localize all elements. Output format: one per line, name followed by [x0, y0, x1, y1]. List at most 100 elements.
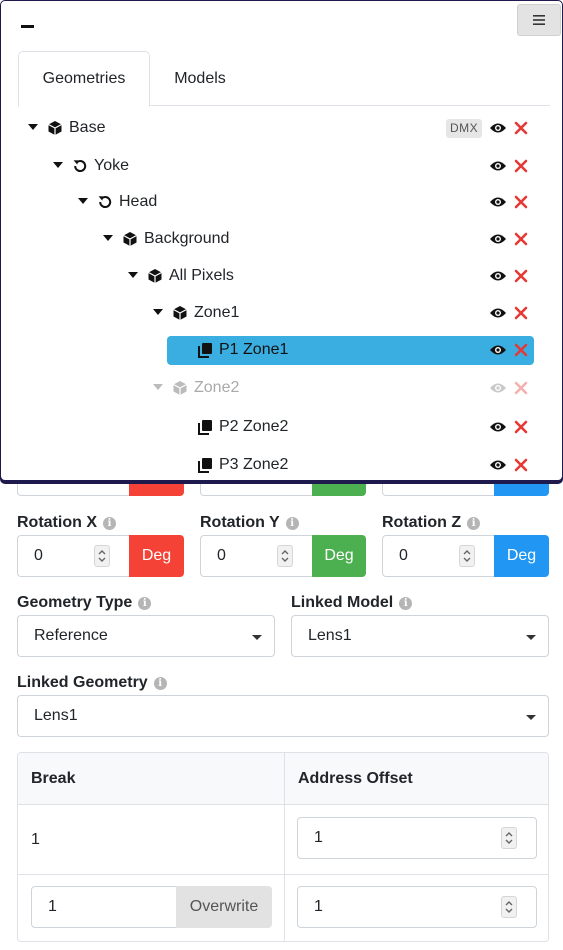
tree-node[interactable]: Zone1	[1, 299, 562, 329]
copy-icon	[197, 457, 213, 473]
close-icon[interactable]	[514, 306, 528, 320]
break-value: 1	[31, 831, 40, 848]
rotation-z-value: 0	[399, 547, 408, 564]
caret-down-icon[interactable]	[103, 235, 113, 241]
spinner-icon[interactable]	[501, 896, 517, 918]
column-divider	[284, 753, 285, 941]
dmx-badge: DMX	[446, 119, 483, 138]
cube-icon	[122, 231, 138, 247]
caret-down-icon[interactable]	[28, 124, 38, 130]
copy-icon	[197, 342, 213, 358]
caret-down-icon[interactable]	[153, 384, 163, 390]
rotation-y-unit-button[interactable]: Deg	[312, 535, 366, 577]
spinner-icon[interactable]	[94, 545, 110, 567]
tree-node[interactable]: P3 Zone2	[1, 451, 562, 480]
tree-node[interactable]: P1 Zone1	[1, 336, 562, 366]
address-offset-input[interactable]: 1	[297, 817, 537, 859]
tree-node[interactable]: Base DMX	[1, 114, 562, 144]
caret-down-icon[interactable]	[53, 162, 63, 168]
rotation-y-input[interactable]: 0	[200, 535, 313, 577]
hamburger-icon	[533, 15, 545, 25]
rotation-x-unit-button[interactable]: Deg	[129, 535, 184, 577]
tree-node-label: All Pixels	[169, 267, 234, 284]
tree-node[interactable]: P2 Zone2	[1, 413, 562, 443]
eye-icon[interactable]	[489, 420, 507, 434]
rotate-icon	[72, 158, 88, 174]
position-z-unit-partial[interactable]	[494, 476, 549, 496]
geometry-type-select[interactable]: Reference	[17, 615, 275, 657]
tab-geometries[interactable]: Geometries	[18, 51, 150, 107]
break-input[interactable]: 1	[31, 886, 177, 928]
close-icon[interactable]	[514, 269, 528, 283]
close-icon[interactable]	[514, 458, 528, 472]
linked-geometry-select[interactable]: Lens1	[17, 695, 549, 737]
eye-icon[interactable]	[489, 159, 507, 173]
eye-icon[interactable]	[489, 269, 507, 283]
info-icon[interactable]: i	[153, 677, 167, 690]
tree-node-label: Base	[69, 119, 106, 136]
close-icon[interactable]	[514, 232, 528, 246]
eye-icon[interactable]	[489, 306, 507, 320]
caret-down-icon[interactable]	[153, 309, 163, 315]
cube-icon	[172, 380, 188, 396]
tree-node[interactable]: Zone2	[1, 374, 562, 404]
close-icon[interactable]	[514, 159, 528, 173]
info-icon[interactable]: i	[399, 597, 413, 610]
eye-icon[interactable]	[489, 121, 507, 135]
caret-down-icon[interactable]	[128, 272, 138, 278]
position-x-unit-partial[interactable]	[129, 476, 184, 496]
close-icon[interactable]	[514, 195, 528, 209]
tab-models[interactable]: Models	[174, 69, 226, 87]
close-icon[interactable]	[514, 381, 528, 395]
eye-icon[interactable]	[489, 232, 507, 246]
tree-node-label: Head	[119, 193, 158, 210]
eye-icon[interactable]	[489, 343, 507, 357]
cube-icon	[172, 305, 188, 321]
overwrite-button[interactable]: Overwrite	[176, 886, 272, 928]
rotation-z-input[interactable]: 0	[382, 535, 495, 577]
info-icon[interactable]: i	[138, 597, 152, 610]
tree-node[interactable]: Background	[1, 225, 562, 255]
tree-node-label: P3 Zone2	[219, 456, 289, 473]
chevron-down-icon	[526, 715, 536, 720]
menu-button[interactable]	[517, 4, 561, 36]
panel-tabs: Geometries Models	[18, 51, 550, 107]
info-icon[interactable]: i	[467, 517, 481, 530]
rotation-y-value: 0	[217, 547, 226, 564]
address-offset-value: 1	[314, 829, 323, 846]
minimize-icon[interactable]	[21, 25, 34, 28]
row-divider	[18, 874, 548, 875]
close-icon[interactable]	[514, 420, 528, 434]
linked-model-select[interactable]: Lens1	[291, 615, 549, 657]
tree-node[interactable]: Yoke	[1, 152, 562, 182]
break-table: Break Address Offset 1 1 1 Overwrite 1	[17, 752, 549, 942]
tree-node[interactable]: All Pixels	[1, 262, 562, 292]
position-y-unit-partial[interactable]	[312, 476, 366, 496]
info-icon[interactable]: i	[285, 517, 299, 530]
break-input-value: 1	[48, 898, 57, 915]
eye-icon[interactable]	[489, 381, 507, 395]
tree-node[interactable]: Head	[1, 188, 562, 218]
close-icon[interactable]	[514, 121, 528, 135]
rotation-x-input[interactable]: 0	[17, 535, 130, 577]
info-icon[interactable]: i	[103, 517, 116, 530]
chevron-down-icon	[252, 635, 262, 640]
spinner-icon[interactable]	[459, 545, 475, 567]
chevron-down-icon	[526, 635, 536, 640]
spinner-icon[interactable]	[277, 545, 293, 567]
eye-icon[interactable]	[489, 458, 507, 472]
close-icon[interactable]	[514, 343, 528, 357]
eye-icon[interactable]	[489, 195, 507, 209]
table-header: Break Address Offset	[18, 753, 548, 805]
rotation-z-unit-button[interactable]: Deg	[494, 535, 549, 577]
cube-icon	[147, 268, 163, 284]
tree-node-label: P1 Zone1	[219, 341, 289, 358]
address-offset-value: 1	[314, 898, 323, 915]
spinner-icon[interactable]	[501, 827, 517, 849]
caret-down-icon[interactable]	[78, 198, 88, 204]
address-offset-input[interactable]: 1	[297, 886, 537, 928]
